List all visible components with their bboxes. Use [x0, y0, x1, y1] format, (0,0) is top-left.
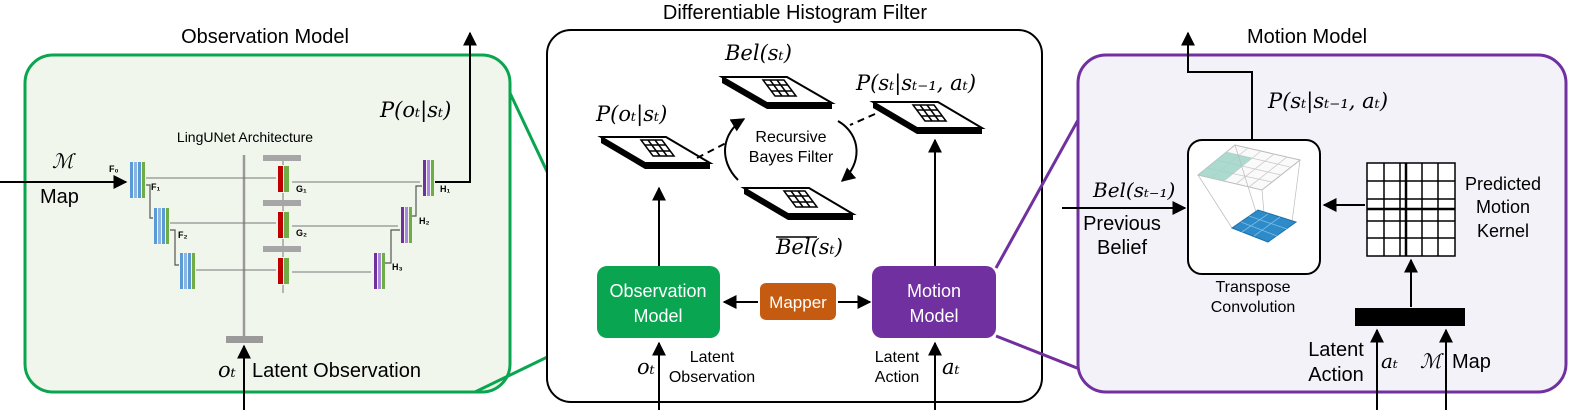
- h-label-1: H₁: [440, 184, 450, 194]
- bel-label: Bel(sₜ): [724, 41, 792, 65]
- p-motion-plane: [869, 101, 986, 134]
- center-obs-symbol: oₜ: [637, 355, 655, 379]
- observation-model-box: [597, 266, 720, 338]
- p-obs-label: P(oₜ|sₜ): [595, 102, 667, 127]
- motion-map-symbol: ℳ: [1420, 349, 1444, 373]
- center-obs-line1: Latent: [690, 349, 735, 366]
- observation-output-arrow: [435, 31, 477, 183]
- motion-model-panel: Motion Model P(sₜ|sₜ₋₁, aₜ) Transpose: [1062, 26, 1568, 410]
- h-label-2: H₂: [419, 216, 430, 226]
- motion-output-arrow: [1181, 31, 1253, 140]
- h-label-3: H₃: [392, 262, 403, 272]
- center-act-symbol: aₜ: [942, 355, 960, 379]
- g-label-2: G₂: [296, 228, 307, 238]
- motion-model-title: Motion Model: [1247, 26, 1367, 48]
- lingunet-label: LingUNet Architecture: [177, 129, 313, 145]
- feature-block-f2: [180, 253, 195, 289]
- p-obs-plane: [597, 136, 714, 169]
- g-block-2: [263, 200, 301, 246]
- prev-belief-prob: Bel(sₜ₋₁): [1092, 178, 1175, 202]
- motion-input-bar: [1355, 308, 1465, 326]
- center-act-line1: Latent: [875, 349, 920, 366]
- observation-output-prob: P(oₜ|sₜ): [379, 98, 451, 123]
- prev-belief-line1: Previous: [1083, 213, 1161, 235]
- transpose-label-2: Convolution: [1211, 299, 1296, 316]
- observation-box-line2: Model: [633, 306, 682, 326]
- motion-box-line2: Model: [909, 306, 958, 326]
- latent-observation-bar: [226, 336, 263, 343]
- motion-latent-line1: Latent: [1308, 339, 1364, 361]
- motion-latent-line2: Action: [1308, 364, 1364, 386]
- h-block-1: [423, 160, 434, 196]
- recursive-label-2: Bayes Filter: [749, 149, 834, 166]
- decoder-connector-1: [385, 229, 400, 264]
- transpose-conv-graphic: [1196, 144, 1302, 243]
- motion-box-line1: Motion: [907, 281, 961, 301]
- motion-kernel-grid: [1366, 162, 1456, 257]
- feature-block-f1: [154, 208, 169, 244]
- kernel-label-1: Predicted: [1465, 174, 1541, 194]
- h-block-3: [374, 253, 385, 289]
- recursive-arc-left: [724, 118, 746, 181]
- transpose-label-1: Transpose: [1216, 279, 1291, 296]
- center-act-line2: Action: [875, 369, 919, 386]
- histogram-filter-title: Differentiable Histogram Filter: [663, 2, 928, 24]
- map-label: Map: [40, 186, 79, 208]
- g-block-3: [263, 246, 301, 293]
- motion-output-prob: P(sₜ|sₜ₋₁, aₜ): [1267, 89, 1388, 114]
- motion-latent-symbol: aₜ: [1381, 349, 1398, 373]
- kernel-label-2: Motion: [1476, 197, 1530, 217]
- kernel-label-3: Kernel: [1477, 221, 1529, 241]
- bel-plane: [718, 76, 836, 109]
- p-motion-label: P(sₜ|sₜ₋₁, aₜ): [855, 71, 976, 96]
- center-obs-line2: Observation: [669, 369, 755, 386]
- recursive-label-1: Recursive: [755, 129, 826, 146]
- motion-to-cycle-dash: [849, 113, 876, 126]
- map-symbol: ℳ: [52, 149, 76, 173]
- bel-bar-plane: [740, 187, 857, 220]
- feature-label-f2: F₂: [178, 230, 188, 240]
- feature-label-f1: F₁: [151, 182, 160, 192]
- bel-bar-label: Bel(sₜ): [775, 235, 843, 259]
- histogram-filter-panel: Differentiable Histogram Filter Bel(sₜ): [546, 2, 1043, 410]
- encoder-connector-2: [170, 229, 179, 266]
- observation-model-panel: Observation Model ℳ Map LingUNet Archite…: [0, 26, 512, 410]
- observation-box-line1: Observation: [609, 281, 706, 301]
- latent-observation-symbol: oₜ: [218, 358, 236, 382]
- mapper-label: Mapper: [769, 293, 827, 312]
- feature-label-f0: F₀: [109, 164, 119, 174]
- g-label-1: G₁: [296, 184, 307, 194]
- latent-observation-label: Latent Observation: [252, 360, 421, 382]
- mapper-box: [760, 283, 836, 320]
- prev-belief-line2: Belief: [1097, 237, 1147, 259]
- recursive-arc-right: [837, 120, 858, 182]
- feature-block-f0: [130, 162, 145, 198]
- encoder-connector-1: [146, 184, 153, 219]
- motion-map-label: Map: [1452, 351, 1491, 373]
- g-block-1: [263, 155, 301, 200]
- decoder-connector-2: [412, 185, 422, 217]
- obs-to-cycle-dash: [696, 141, 729, 159]
- h-block-2: [401, 207, 412, 243]
- observation-model-title: Observation Model: [181, 26, 349, 48]
- motion-model-box: [872, 266, 996, 338]
